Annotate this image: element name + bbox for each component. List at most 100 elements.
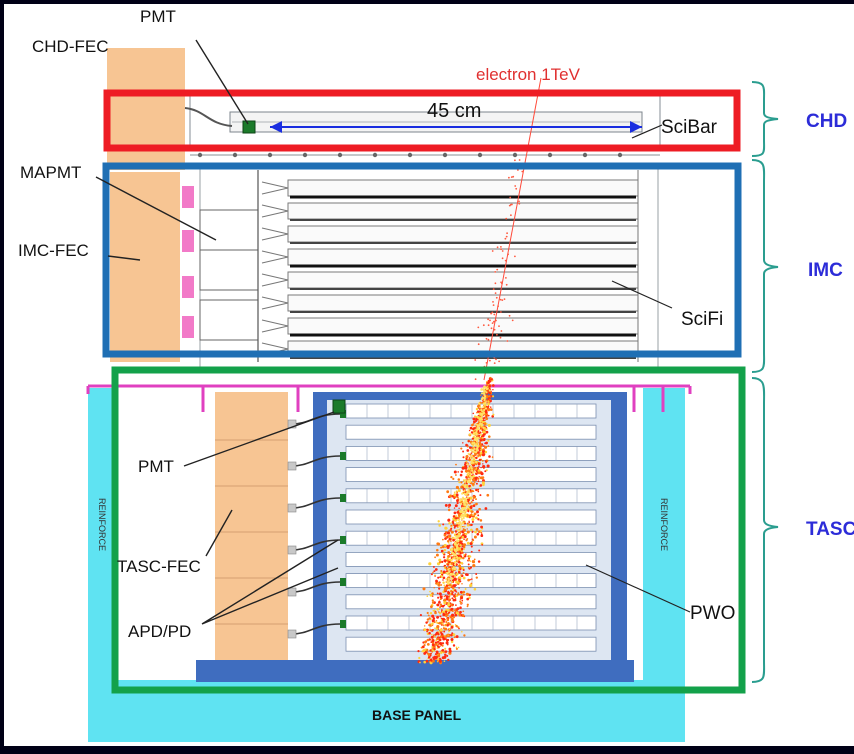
shower-hit <box>456 607 460 610</box>
shower-hit <box>477 480 480 482</box>
shower-core-hit <box>462 517 465 520</box>
shower-core-hit <box>457 535 460 538</box>
reinforce-left-panel <box>88 388 116 680</box>
shower-hit <box>440 632 442 634</box>
shower-core-hit <box>473 474 476 478</box>
shower-hit <box>440 549 444 553</box>
shower-hit <box>441 644 444 647</box>
shower-hit <box>453 526 456 529</box>
shower-hit <box>458 507 460 510</box>
shower-hit <box>484 507 488 510</box>
shower-hit <box>462 484 465 486</box>
shower-hit <box>514 159 516 162</box>
shower-core-hit <box>459 523 462 526</box>
shower-hit <box>454 504 458 508</box>
shower-hit <box>494 282 497 285</box>
shower-hit <box>443 548 447 552</box>
shower-hit <box>459 544 462 547</box>
shower-hit <box>478 453 481 456</box>
shower-hit <box>486 413 489 416</box>
shower-core-hit <box>482 426 485 429</box>
shower-core-hit <box>479 406 482 409</box>
tasc-pmt-block <box>332 399 346 414</box>
shower-hit <box>472 504 476 508</box>
imc-fiber-fan <box>261 250 289 264</box>
shower-hit <box>462 442 464 444</box>
shower-core-hit <box>453 548 456 552</box>
electron-track <box>483 77 542 381</box>
shower-hit <box>475 471 477 474</box>
shower-hit <box>419 614 422 617</box>
shower-hit <box>455 647 458 650</box>
shower-hit <box>453 470 457 474</box>
shower-hit <box>482 324 485 327</box>
tasc-pmt-cables <box>287 410 346 639</box>
shower-hit <box>436 644 439 648</box>
shower-core-hit <box>463 480 466 483</box>
shower-hit <box>432 659 435 663</box>
shower-hit <box>441 617 446 621</box>
shower-hit <box>470 523 473 527</box>
shower-hit <box>437 583 441 587</box>
shower-hit <box>447 658 450 662</box>
shower-hit <box>460 470 464 474</box>
shower-hit <box>453 577 457 581</box>
shower-hit <box>448 544 451 547</box>
tasc-top-frame <box>86 384 692 412</box>
shower-hit <box>489 408 493 411</box>
shower-hit <box>471 482 475 486</box>
shower-hit <box>471 560 476 564</box>
shower-hit <box>431 599 434 602</box>
shower-hit <box>449 566 452 569</box>
shower-hit <box>446 559 449 562</box>
shower-hit <box>482 483 485 487</box>
shower-core-hit <box>453 537 456 540</box>
shower-hit <box>463 482 466 485</box>
chd-rail-dot <box>197 152 203 158</box>
shower-hit <box>435 579 439 583</box>
shower-core-hit <box>476 436 480 439</box>
shower-hit <box>505 277 507 279</box>
shower-hit <box>453 491 456 494</box>
imc-layer <box>287 179 639 197</box>
shower-hit <box>452 633 456 636</box>
tasc-pmt-connector <box>287 461 297 471</box>
chd-rail-dots <box>197 152 623 158</box>
reinforce-right-label: REINFORCE <box>659 498 669 551</box>
shower-core-hit <box>454 550 457 553</box>
pwo-log <box>345 594 597 610</box>
shower-hit <box>472 499 475 502</box>
shower-core-hit <box>469 456 472 460</box>
shower-hit <box>463 535 467 538</box>
shower-core-hit <box>450 558 453 561</box>
shower-hit <box>448 587 451 590</box>
shower-hit <box>453 524 457 528</box>
shower-hit <box>477 488 480 491</box>
shower-hit <box>458 560 461 564</box>
shower-hit <box>462 552 464 554</box>
shower-hit <box>496 246 499 249</box>
imc-mapmt-box <box>199 249 259 291</box>
shower-core-hit <box>480 388 483 391</box>
shower-hit <box>423 628 427 632</box>
apd-pd-leader <box>201 539 339 625</box>
shower-hit <box>426 628 429 631</box>
shower-hit <box>449 553 451 556</box>
shower-core-hit <box>448 574 451 577</box>
shower-core-hit <box>453 554 456 557</box>
chd-fec-board <box>107 48 185 170</box>
shower-hit <box>440 569 443 573</box>
tasc-section-label: TASC <box>806 519 854 540</box>
shower-hit <box>479 443 482 446</box>
shower-hit <box>455 624 458 628</box>
imc-fiber-fan <box>261 319 289 333</box>
shower-hit <box>429 612 433 615</box>
shower-hit <box>451 609 454 613</box>
shower-core-hit <box>459 527 462 531</box>
shower-hit <box>465 532 468 536</box>
chd-fec-label: CHD-FEC <box>32 37 109 56</box>
scifi-label: SciFi <box>681 309 723 330</box>
shower-core-hit <box>458 532 461 536</box>
shower-core-hit <box>455 545 459 548</box>
shower-hit <box>492 388 494 391</box>
